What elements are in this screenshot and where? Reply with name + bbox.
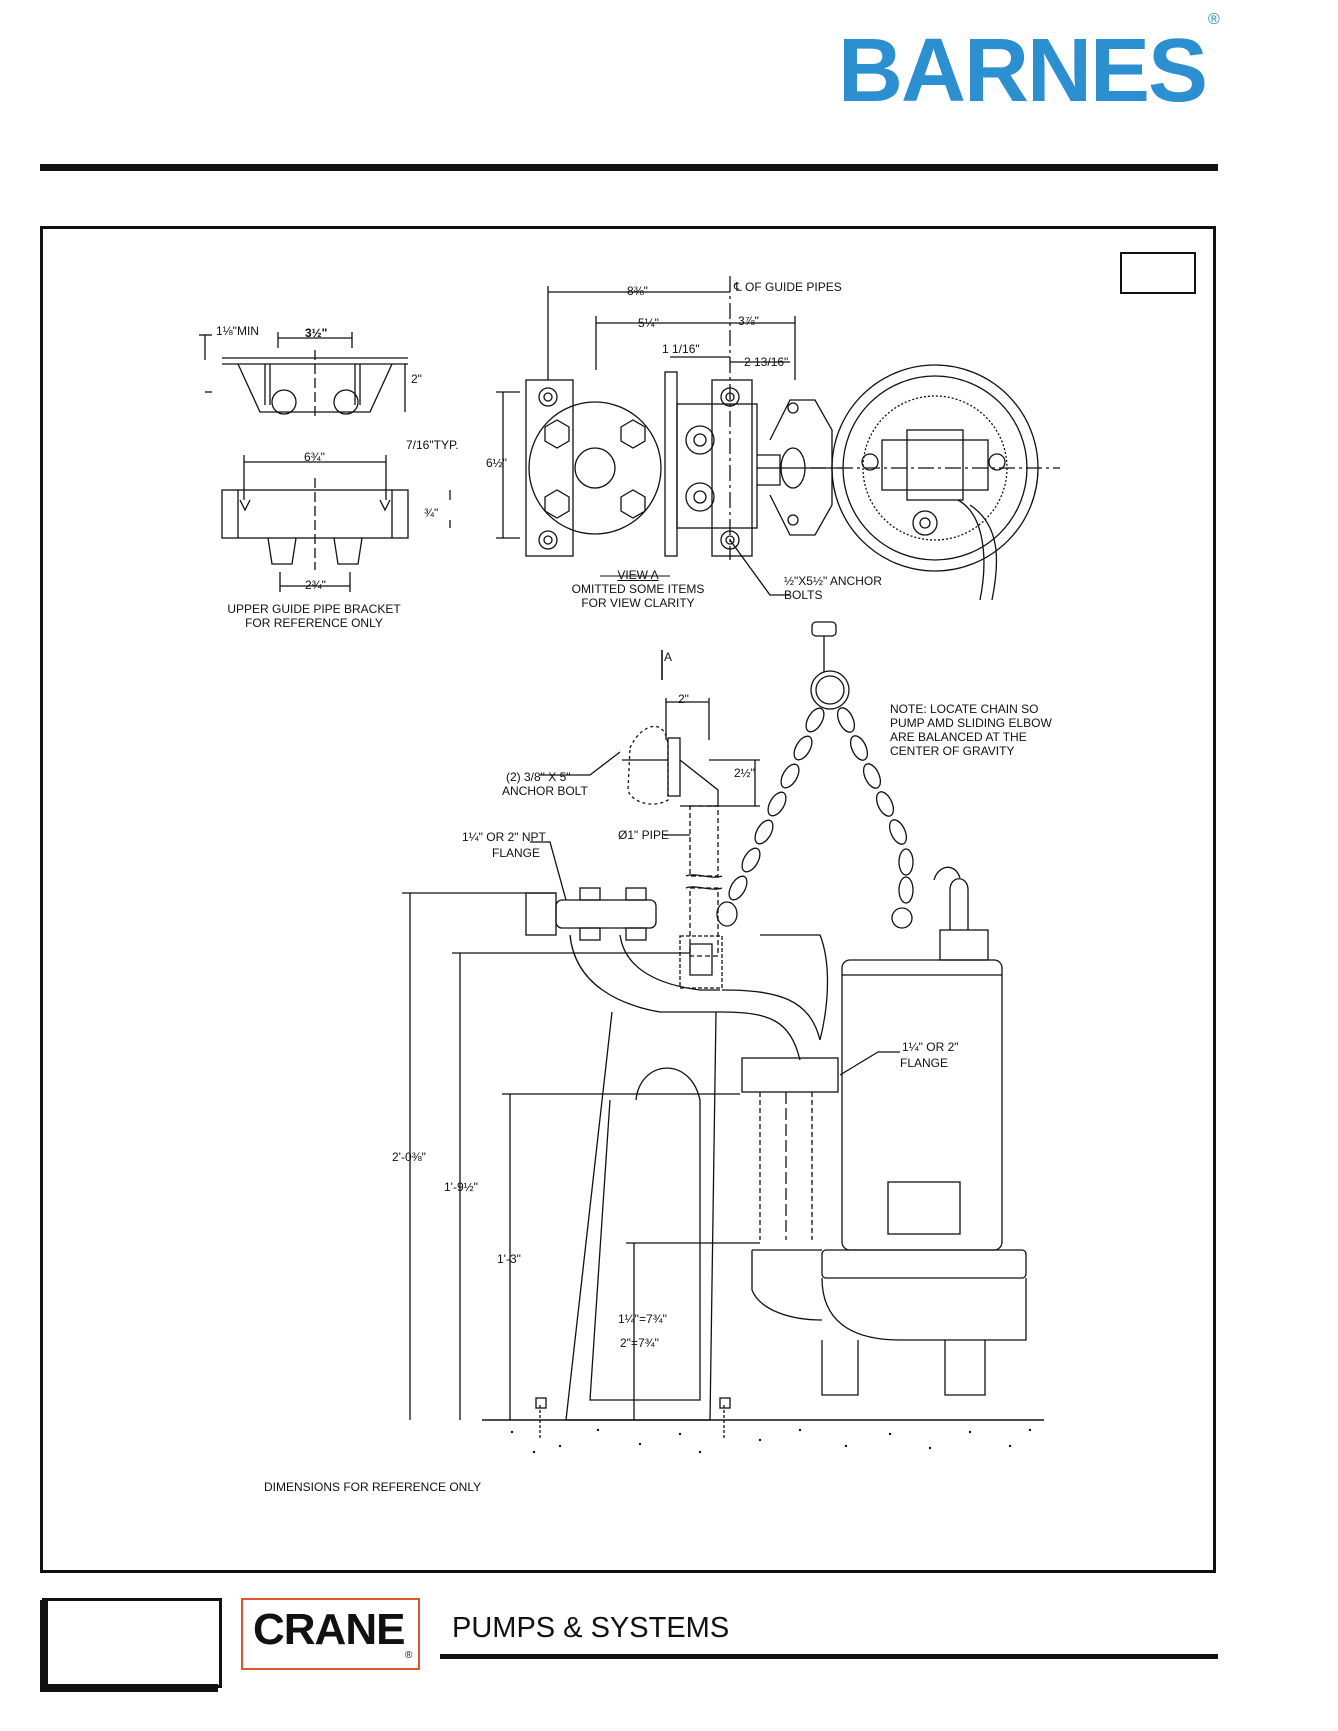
brand-reg-mark: ® (1208, 11, 1220, 28)
header-rule (40, 164, 1218, 171)
bracket-dim-min: 1⅛"MIN (216, 324, 259, 338)
chain-note-line2: PUMP AMD SLIDING ELBOW (890, 716, 1052, 730)
view-a-dim-5-1-4: 5¼" (638, 316, 659, 330)
footer-tagline: PUMPS & SYSTEMS (452, 1612, 730, 1644)
chain-note-line1: NOTE: LOCATE CHAIN SO (890, 702, 1039, 716)
dimensions-footnote: DIMENSIONS FOR REFERENCE ONLY (264, 1480, 482, 1494)
view-a-dim-8-3-8: 8⅜" (627, 284, 648, 298)
bracket-dim-6-3-4: 6¾" (304, 450, 325, 464)
bracket-top-view (199, 332, 408, 420)
view-a-dim-1-1-16: 1 1/16" (662, 342, 700, 356)
anchor-bolt-line1: (2) 3/8" X 5" (506, 770, 571, 784)
npt-flange-line2: FLANGE (492, 846, 541, 860)
bracket-dim-2-3-4: 2¾" (305, 578, 326, 592)
chain-note-line4: CENTER OF GRAVITY (890, 744, 1015, 758)
elev-dim-2in: 2" (678, 692, 689, 706)
view-a-dim-3-7-8: 3⅞" (738, 314, 759, 328)
pipe-label: Ø1" PIPE (618, 828, 669, 842)
bracket-caption-line1: UPPER GUIDE PIPE BRACKET (227, 602, 401, 616)
bracket-dim-width: 3½" (305, 326, 328, 340)
view-a-plan (496, 276, 1060, 601)
view-a-centerline-label: ℄ OF GUIDE PIPES (734, 280, 842, 294)
footer-rule (440, 1654, 1218, 1659)
elev-dim-small-2: 2"=7¾" (620, 1336, 659, 1350)
view-a-caption-line2: FOR VIEW CLARITY (581, 596, 695, 610)
anchor-bolts-line1: ½"X5½" ANCHOR (784, 574, 882, 588)
bracket-dim-3-4: ¾" (424, 506, 439, 520)
chain-note-line3: ARE BALANCED AT THE (890, 730, 1027, 744)
view-a-caption-line1: OMITTED SOME ITEMS (571, 582, 705, 596)
pump-flange-line2: FLANGE (900, 1056, 949, 1070)
crane-reg-mark: ® (405, 1650, 413, 1661)
pump-flange-line1: 1¼" OR 2" (902, 1040, 959, 1054)
bracket-dim-2in: 2" (411, 372, 422, 386)
drawing-frame (40, 226, 1216, 1573)
ground-hatch (510, 1428, 1032, 1454)
view-a-dim-2-13-16: 2 13/16" (744, 355, 789, 369)
sheet-number-box (1120, 252, 1196, 294)
brand-name: BARNES (838, 21, 1208, 121)
elevation-view (402, 621, 1044, 1440)
anchor-bolt-line2: ANCHOR BOLT (502, 784, 588, 798)
view-a-title: VIEW A (617, 568, 659, 582)
bracket-dim-typ: 7/16"TYP. (406, 438, 459, 452)
section-a-label: A (664, 650, 673, 664)
elev-dim-1-9-1-2: 1'-9½" (444, 1180, 478, 1194)
elev-dim-1-3: 1'-3" (497, 1252, 521, 1266)
barnes-logo: BARNES® (838, 12, 1220, 117)
elev-dim-2-1-2: 2½" (734, 766, 755, 780)
bracket-caption-line2: FOR REFERENCE ONLY (245, 616, 383, 630)
chain-right (836, 707, 914, 929)
bracket-side-view (221, 455, 451, 592)
crane-logo-frame (241, 1598, 420, 1670)
chain-left (716, 707, 825, 927)
anchor-bolts-line2: BOLTS (784, 588, 823, 602)
elev-dim-small-1: 1¼"=7¾" (618, 1312, 667, 1326)
view-a-dim-6-1-2: 6½" (486, 456, 507, 470)
npt-flange-line1: 1¼" OR 2" NPT (462, 830, 546, 844)
footer-page-box (42, 1598, 222, 1688)
crane-logo: CRANE (253, 1605, 405, 1654)
elev-dim-2-0-3-8: 2'-0⅜" (392, 1150, 426, 1164)
